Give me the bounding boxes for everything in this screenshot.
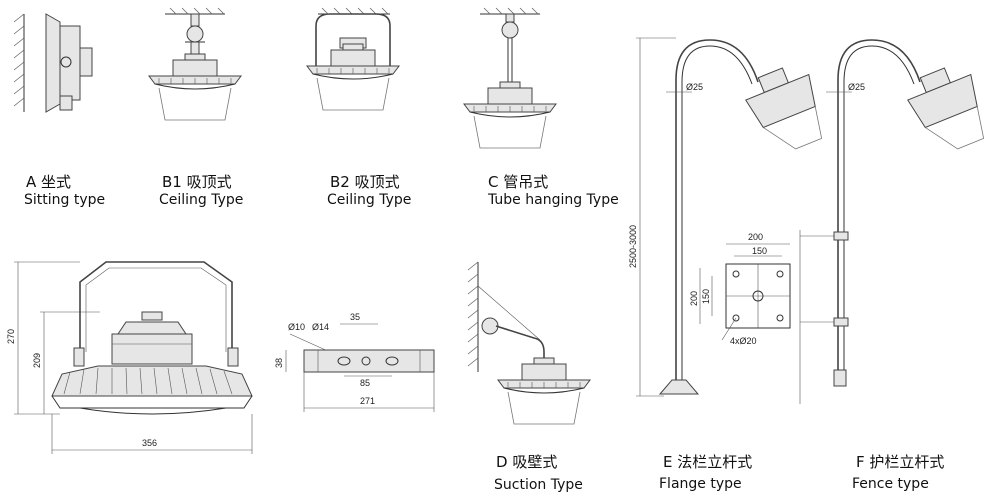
dim-bracket-35: 35 <box>350 312 360 322</box>
dim-height-body: 209 <box>32 353 42 368</box>
dim-flange-200-h: 200 <box>689 291 699 306</box>
label-b2-code: B2 吸顶式 <box>330 173 400 191</box>
figure-lamp-dimensions: 270 209 356 <box>6 261 253 454</box>
figure-flange-pole: 2500-3000 Ø25 <box>628 37 823 397</box>
dim-pole-d25-f: Ø25 <box>848 82 865 92</box>
label-e-code: E 法栏立杆式 <box>663 453 752 471</box>
figure-ceiling-type-b1 <box>148 7 242 121</box>
dim-height-total: 270 <box>6 329 16 344</box>
dim-hole-d14: Ø14 <box>312 322 329 332</box>
figure-tube-hanging <box>463 7 557 149</box>
dim-pole-height: 2500-3000 <box>628 225 638 268</box>
label-b1-code: B1 吸顶式 <box>162 173 232 191</box>
figure-ceiling-type-b2 <box>306 7 400 111</box>
label-d-en: Suction Type <box>494 477 583 493</box>
label-a-code: A 坐式 <box>26 173 71 191</box>
label-b1-en: Ceiling Type <box>159 192 243 208</box>
dim-bracket-271: 271 <box>360 396 375 406</box>
dim-flange-150-w: 150 <box>752 246 767 256</box>
label-d-code: D 吸壁式 <box>496 453 557 471</box>
dim-bracket-38: 38 <box>274 358 284 368</box>
label-b2-en: Ceiling Type <box>327 192 411 208</box>
figure-suction-type <box>467 261 591 425</box>
dim-bracket-85: 85 <box>360 378 370 388</box>
dim-width-total: 356 <box>142 438 157 448</box>
label-c-code: C 管吊式 <box>488 173 548 191</box>
dim-flange-200-w: 200 <box>748 232 763 242</box>
figure-sitting-type <box>13 13 93 113</box>
figure-fence-pole: Ø25 <box>799 39 985 404</box>
label-a-en: Sitting type <box>24 192 105 208</box>
label-e-en: Flange type <box>659 476 742 492</box>
dim-hole-d10: Ø10 <box>288 322 305 332</box>
figure-flange-plate: 200 150 200 150 4xØ20 <box>689 232 791 346</box>
label-f-code: F 护栏立杆式 <box>856 453 944 471</box>
label-f-en: Fence type <box>852 476 929 492</box>
dim-pole-d25-e: Ø25 <box>686 82 703 92</box>
dim-flange-holes: 4xØ20 <box>730 336 757 346</box>
figure-bracket-dimensions: Ø10 Ø14 35 38 85 271 <box>274 312 435 412</box>
label-c-en: Tube hanging Type <box>487 192 619 208</box>
dim-flange-150-h: 150 <box>701 289 711 304</box>
